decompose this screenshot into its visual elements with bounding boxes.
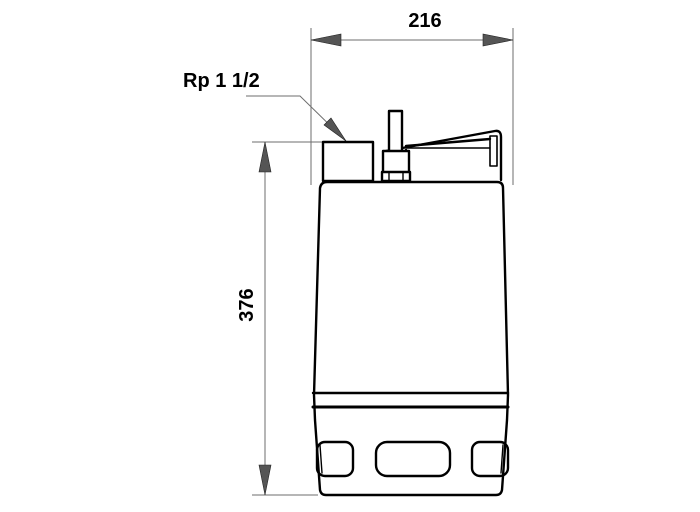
arrow-right-icon (482, 33, 514, 47)
arrow-down-icon (258, 464, 272, 496)
width-dimension: 216 (310, 10, 514, 185)
intake-slot-right (470, 440, 510, 478)
motor-housing (312, 180, 510, 497)
cable-gland-body (381, 149, 411, 175)
outlet-thread-callout: Rp 1 1/2 (183, 70, 347, 142)
handle-upper (384, 129, 503, 182)
handle-lower (404, 137, 492, 148)
intake-slot-left (315, 440, 355, 478)
handle-clip (489, 135, 498, 167)
width-dimension-label: 216 (408, 10, 441, 32)
height-dimension: 376 (236, 141, 322, 496)
cable-gland-nut (380, 170, 412, 183)
outlet-port (321, 140, 375, 183)
cable-gland-tube (387, 109, 404, 154)
leader-arrow-icon (323, 117, 347, 142)
pump-body (311, 109, 510, 497)
arrow-up-icon (258, 141, 272, 173)
outlet-thread-label: Rp 1 1/2 (183, 70, 260, 92)
height-dimension-label: 376 (236, 288, 258, 321)
arrow-left-icon (310, 33, 342, 47)
intake-slot-center (374, 440, 452, 478)
